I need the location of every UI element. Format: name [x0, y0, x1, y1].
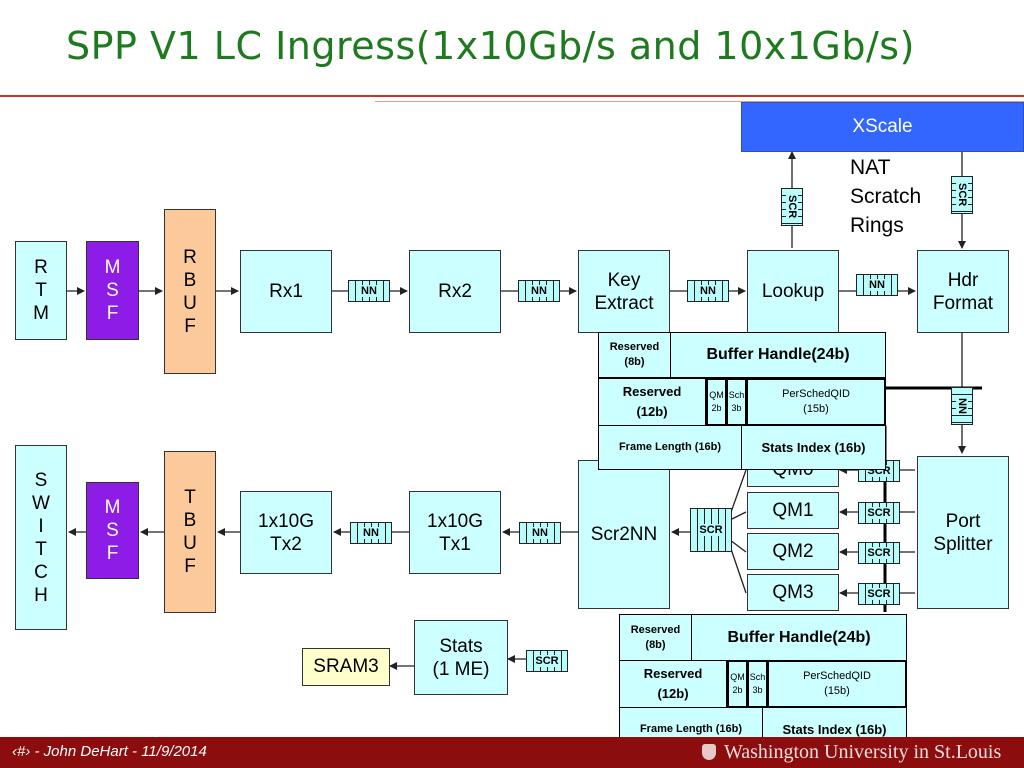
nn-ring-hdr-splitter: NN — [951, 387, 973, 425]
university-seal-icon — [702, 744, 716, 760]
scr-ring-qm3: SCR — [858, 583, 900, 605]
stats-block: Stats(1 ME) — [414, 620, 508, 695]
perschedqid-field: PerSchedQID(15b) — [767, 660, 907, 708]
nat-label-line: Rings — [850, 214, 904, 237]
title-rule-thin — [375, 101, 1024, 102]
nn-ring-lookup-hdr: NN — [856, 274, 898, 296]
footer-text: ‹#› - John DeHart - 11/9/2014 — [12, 743, 207, 760]
rx1-block: Rx1 — [240, 250, 332, 333]
title-rule — [0, 95, 1024, 97]
reserved-8b-field: Reserved(8b) — [598, 332, 671, 378]
scr-ring-qm2: SCR — [858, 542, 900, 564]
scr-ring-xscale-hdr: SCR — [951, 176, 973, 214]
nn-ring-rx1-rx2: NN — [348, 280, 390, 302]
sram3-block: SRAM3 — [302, 648, 390, 686]
reserved-8b-field: Reserved(8b) — [619, 614, 692, 661]
lookup-block: Lookup — [747, 250, 839, 333]
nn-ring-scr2nn-tx1: NN — [519, 522, 561, 544]
nn-ring-tx1-tx2: NN — [350, 522, 392, 544]
rx2-block: Rx2 — [409, 250, 501, 333]
nat-label-line: NAT — [850, 156, 891, 179]
scr-ring-qm-scr2nn: SCR — [690, 508, 732, 552]
scr-ring-qm1: SCR — [858, 502, 900, 524]
stats-index-field: Stats Index (16b) — [741, 425, 886, 470]
scr2nn-block: Scr2NN — [578, 460, 670, 609]
qm3-block: QM3 — [747, 574, 839, 611]
nn-ring-key-lookup: NN — [687, 280, 729, 302]
buffer-handle-field: Buffer Handle(24b) — [691, 614, 907, 661]
scr-ring-lookup-xscale: SCR — [781, 188, 803, 226]
scr-ring-stats: SCR — [526, 650, 568, 672]
reserved-12b-field: Reserved(12b) — [619, 660, 727, 708]
nn-ring-rx2-key: NN — [518, 280, 560, 302]
qm2-block: QM2 — [747, 533, 839, 570]
nat-label-line: Scratch — [850, 185, 922, 208]
university-logo: Washington University in St.Louis — [702, 741, 1001, 764]
slide-title: SPP V1 LC Ingress(1x10Gb/s and 10x1Gb/s) — [66, 24, 915, 68]
xscale-block: XScale — [741, 102, 1024, 152]
reserved-12b-field: Reserved(12b) — [598, 378, 706, 426]
buffer-handle-field: Buffer Handle(24b) — [670, 332, 886, 378]
frame-length-field: Frame Length (16b) — [598, 425, 742, 470]
footer-bar: ‹#› - John DeHart - 11/9/2014 Washington… — [0, 737, 1024, 768]
nat-scratch-rings-label: NAT Scratch Rings — [850, 153, 921, 240]
qm1-block: QM1 — [747, 492, 839, 529]
perschedqid-field: PerSchedQID(15b) — [746, 378, 886, 426]
university-name: Washington University in St.Louis — [724, 741, 1002, 763]
